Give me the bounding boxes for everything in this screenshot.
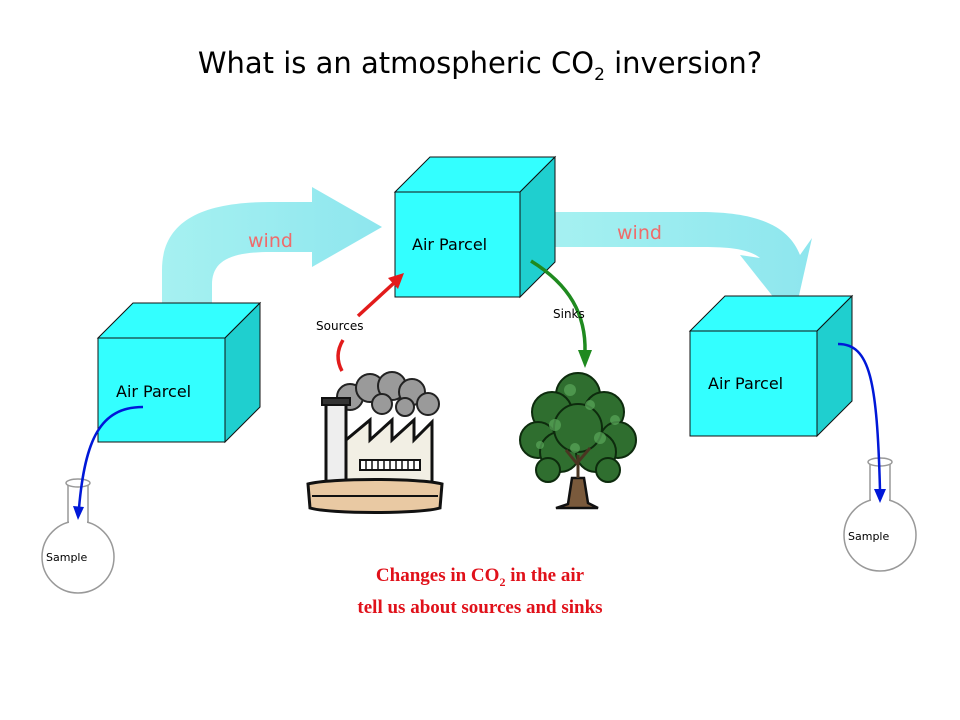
- sample-line-right: [837, 342, 886, 503]
- wind-arrow-right: [543, 212, 812, 322]
- caption-line-2: tell us about sources and sinks: [357, 596, 603, 618]
- sample-label-right: Sample: [848, 530, 890, 543]
- sample-label-left: Sample: [46, 551, 88, 564]
- factory-icon: [306, 371, 444, 514]
- wind-arrow-left: [162, 187, 382, 326]
- source-arrow: [336, 273, 404, 372]
- sinks-label: Sinks: [553, 307, 585, 321]
- sample-flask-left: [41, 478, 115, 594]
- caption-line-1-text: Changes in CO: [375, 565, 500, 586]
- title-text-end: inversion?: [604, 46, 763, 80]
- caption-subscript: 2: [499, 574, 506, 589]
- air-parcel-label-middle: Air Parcel: [412, 235, 488, 254]
- wind-label-right: wind: [617, 222, 662, 244]
- air-parcel-cube-left: [96, 301, 262, 444]
- tree-icon: [519, 372, 637, 510]
- title-text: What is an atmospheric CO: [197, 46, 595, 80]
- title-subscript: 2: [594, 64, 605, 85]
- sink-arrow: [530, 259, 592, 368]
- air-parcel-label-right: Air Parcel: [708, 374, 784, 393]
- air-parcel-label-left: Air Parcel: [116, 382, 192, 401]
- air-parcel-cube-right: [688, 294, 854, 438]
- wind-label-left: wind: [248, 230, 293, 252]
- caption: Changes in CO2 in the air tell us about …: [280, 563, 680, 621]
- sample-line-left: [73, 405, 144, 520]
- caption-line-1: Changes in CO2 in the air: [280, 563, 680, 595]
- slide-title: What is an atmospheric CO2 inversion?: [0, 46, 960, 85]
- sources-label: Sources: [316, 319, 364, 333]
- caption-line-1-end: in the air: [505, 565, 585, 586]
- air-parcel-cube-middle: [393, 155, 557, 299]
